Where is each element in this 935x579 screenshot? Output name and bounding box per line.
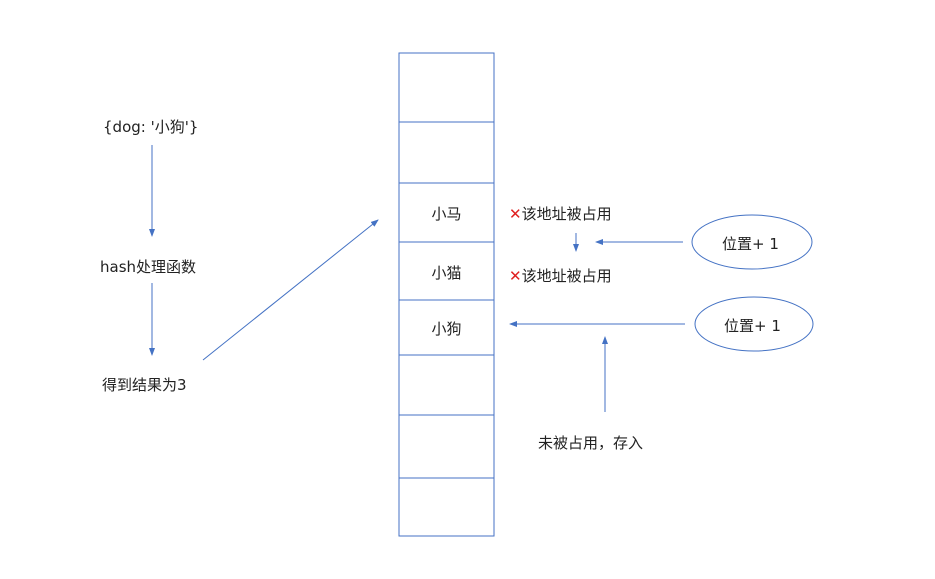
table-cell: 小马 <box>431 205 462 223</box>
occupied-note-1: ✕该地址被占用 <box>509 203 612 224</box>
store-label: 未被占用，存入 <box>538 434 644 452</box>
hash-function: hash处理函数 <box>100 258 197 276</box>
table-cell: 小猫 <box>431 264 462 282</box>
occupied-note-2: ✕该地址被占用 <box>509 265 612 286</box>
ellipse-1 <box>691 214 813 270</box>
occupied-text: 该地址被占用 <box>521 267 612 285</box>
table-cell: 小狗 <box>431 320 462 338</box>
ellipse-2 <box>694 296 814 352</box>
occupied-text: 该地址被占用 <box>521 205 612 223</box>
hash-table <box>398 52 495 537</box>
hash-result: 得到结果为3 <box>102 376 187 394</box>
cross-icon: ✕ <box>509 205 522 223</box>
ellipse-label-1: 位置+ 1 <box>722 235 779 253</box>
ellipse-label-2: 位置+ 1 <box>724 317 781 335</box>
input-object: {dog: '小狗'} <box>103 118 199 136</box>
cross-icon: ✕ <box>509 267 522 285</box>
